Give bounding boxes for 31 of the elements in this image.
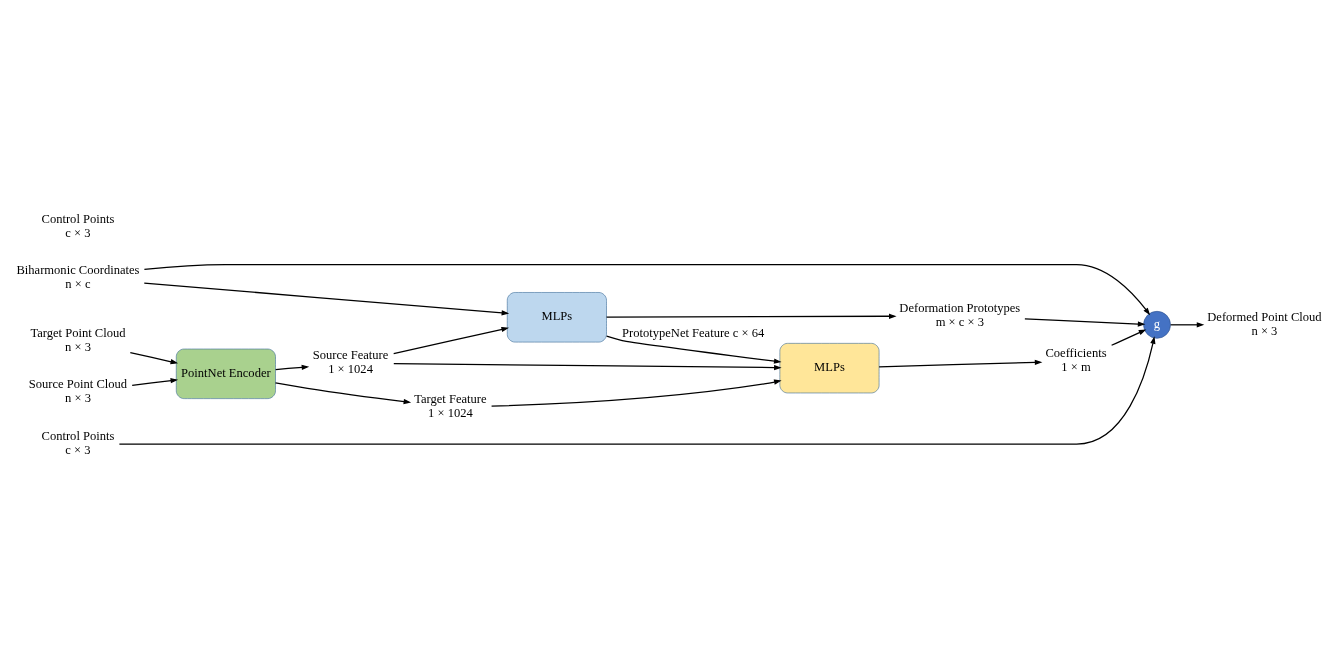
arrow (878, 359, 1043, 367)
arrow (118, 335, 1156, 445)
arrow (1110, 328, 1147, 346)
node-text: Source Point Cloud n × 3 (28, 376, 128, 405)
node-text: Source Feature 1 × 1024 (312, 347, 389, 376)
node-text: Biharmonic Coordinates n × c (16, 262, 140, 291)
arrow (606, 335, 782, 364)
arrow (129, 351, 179, 364)
arrow (143, 282, 510, 315)
node-text: Deformed Point Cloud n × 3 (1207, 309, 1322, 338)
arrow (131, 377, 179, 386)
arrow (143, 263, 1151, 315)
arrow (1170, 321, 1205, 327)
node-text: Control Points c × 3 (41, 428, 115, 457)
node-text: Control Points c × 3 (41, 211, 115, 240)
arrow (275, 364, 310, 370)
node-box: PointNet Encoder (175, 348, 276, 399)
edge-label: PrototypeNet Feature c × 64 (622, 325, 765, 340)
node-text: Target Point Cloud n × 3 (30, 325, 126, 354)
arrow (490, 379, 782, 407)
node-box: MLPs (506, 291, 607, 342)
node-text: Coefficients 1 × m (1045, 345, 1107, 374)
node-text: Deformation Prototypes m × c × 3 (899, 300, 1021, 329)
arrow (1024, 317, 1146, 327)
arrow (393, 362, 782, 370)
node-circle: g (1143, 310, 1171, 339)
node-text: Target Feature 1 × 1024 (414, 391, 487, 420)
arrow (393, 326, 510, 354)
arrow (274, 381, 412, 404)
node-box: MLPs (779, 342, 880, 393)
arrow (605, 313, 897, 319)
